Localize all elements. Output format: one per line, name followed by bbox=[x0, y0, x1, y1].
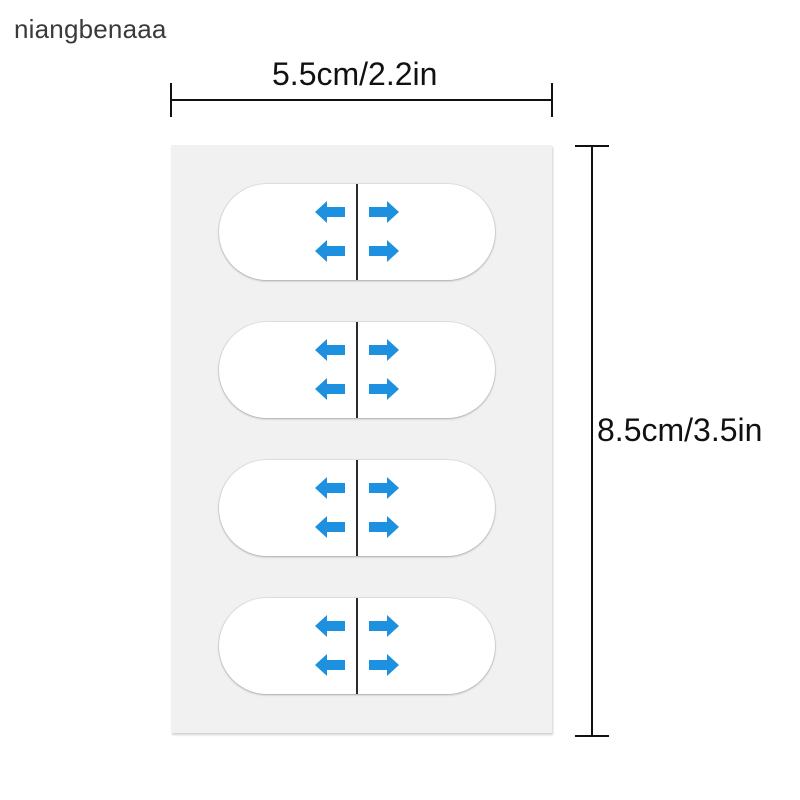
arrow-right-icon bbox=[369, 654, 399, 676]
arrow-left-icon bbox=[315, 615, 345, 637]
arrow-left-icon bbox=[315, 339, 345, 361]
adhesive-pad-sheet bbox=[171, 145, 552, 733]
arrow-left-icon bbox=[315, 201, 345, 223]
arrow-right-icon bbox=[369, 201, 399, 223]
adhesive-pad bbox=[219, 460, 495, 556]
arrow-right-icon bbox=[369, 240, 399, 262]
arrow-left-icon bbox=[315, 240, 345, 262]
adhesive-pad bbox=[219, 598, 495, 694]
width-dimension-label: 5.5cm/2.2in bbox=[272, 56, 438, 92]
arrow-right-icon bbox=[369, 378, 399, 400]
arrow-left-icon bbox=[315, 477, 345, 499]
adhesive-pad bbox=[219, 322, 495, 418]
pad-divider-line bbox=[356, 184, 358, 280]
arrow-right-icon bbox=[369, 339, 399, 361]
arrow-left-icon bbox=[315, 516, 345, 538]
arrow-right-icon bbox=[369, 516, 399, 538]
height-dimension-label: 8.5cm/3.5in bbox=[597, 412, 763, 448]
arrow-left-icon bbox=[315, 654, 345, 676]
pad-divider-line bbox=[356, 322, 358, 418]
arrow-right-icon bbox=[369, 615, 399, 637]
arrow-right-icon bbox=[369, 477, 399, 499]
pad-divider-line bbox=[356, 460, 358, 556]
arrow-left-icon bbox=[315, 378, 345, 400]
pad-divider-line bbox=[356, 598, 358, 694]
watermark: niangbenaaa bbox=[14, 14, 167, 44]
adhesive-pad bbox=[219, 184, 495, 280]
